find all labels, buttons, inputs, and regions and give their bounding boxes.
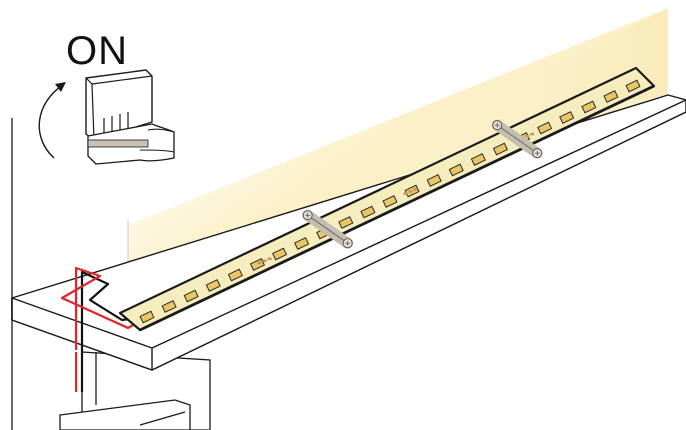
led-chip (294, 237, 310, 250)
led-chip (537, 121, 553, 135)
mounting-clip-group (302, 119, 543, 249)
led-chip (448, 163, 464, 177)
curved-arrow-icon (38, 83, 65, 159)
led-chip (581, 100, 597, 114)
led-chip (272, 247, 288, 261)
led-chip (161, 300, 177, 313)
resistor-pad (530, 132, 535, 136)
lower-cabinet (59, 351, 211, 430)
mounting-clip (302, 209, 354, 249)
switch-illustration (38, 69, 175, 165)
led-chip (382, 195, 398, 208)
resistor-pad (267, 257, 272, 261)
led-chip (183, 289, 199, 303)
led-chip (603, 90, 619, 103)
resistor-pad (525, 134, 530, 138)
led-chip (492, 142, 508, 156)
led-chip (360, 205, 376, 219)
led-strip (118, 66, 656, 332)
led-chip-group (139, 79, 641, 324)
mounting-clip (491, 119, 543, 159)
led-chip (559, 111, 575, 124)
switch-body (85, 69, 153, 141)
resistor-pad (262, 259, 267, 263)
led-chip (470, 153, 486, 166)
resistor-pad (403, 192, 408, 195)
led-chip (227, 268, 243, 282)
resistor-pad (408, 190, 413, 193)
led-chip (426, 174, 442, 187)
resistor-pad (413, 188, 418, 191)
arrowhead-icon (55, 82, 66, 92)
led-chip (205, 279, 221, 292)
switch-state-label: ON (66, 29, 128, 73)
resistor-pad (257, 261, 262, 265)
power-wires (60, 266, 139, 392)
led-chip (625, 79, 641, 93)
led-chip (139, 310, 155, 324)
led-chip (338, 216, 354, 229)
